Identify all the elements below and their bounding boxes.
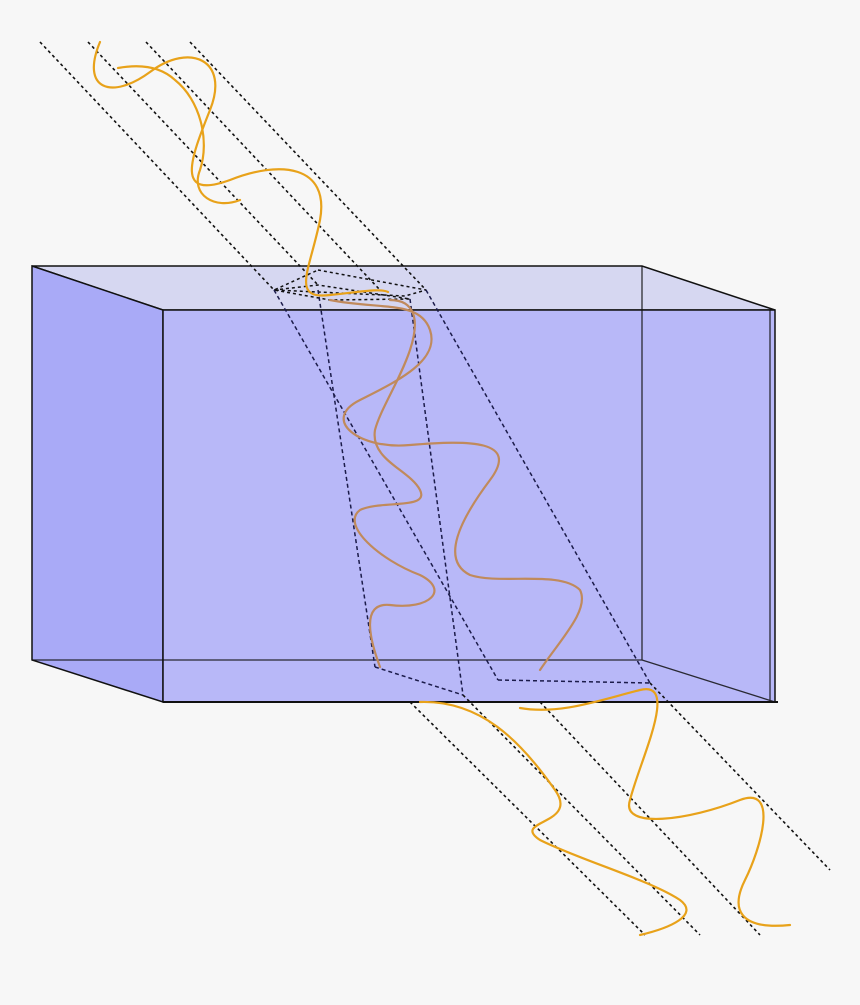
- entry-patches: [273, 269, 427, 301]
- slab-front-face: [162, 309, 776, 703]
- slab-hidden-edges: [32, 266, 776, 703]
- slab-left-face: [31, 264, 164, 704]
- exit-beam-outline: [409, 682, 831, 936]
- exit-waves: [418, 688, 792, 937]
- incident-beam-outline: [39, 41, 427, 291]
- refracted-waves: [328, 298, 583, 672]
- incident-waves: [92, 40, 390, 297]
